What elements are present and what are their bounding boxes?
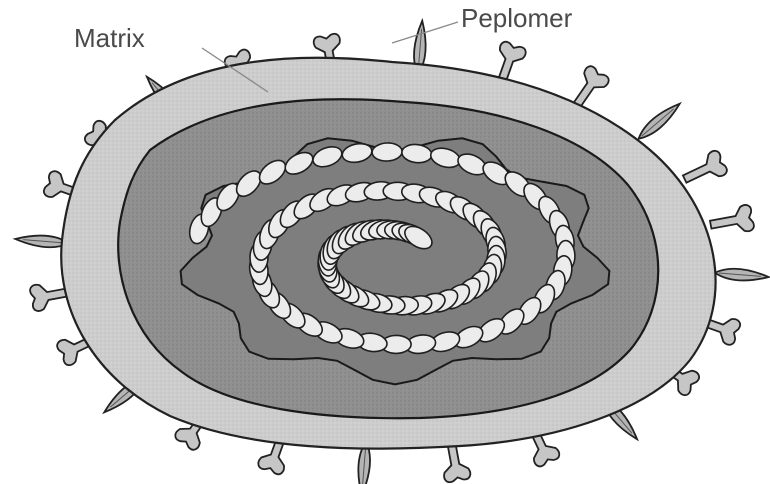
- capsomer-bead: [372, 142, 403, 161]
- peplomer-spike: [635, 99, 683, 143]
- peplomer-spike: [714, 267, 769, 283]
- matrix-label: Matrix: [74, 23, 145, 53]
- peplomer-spike: [679, 149, 729, 191]
- peplomer-spike: [708, 204, 754, 238]
- peplomer-label: Peplomer: [461, 3, 573, 33]
